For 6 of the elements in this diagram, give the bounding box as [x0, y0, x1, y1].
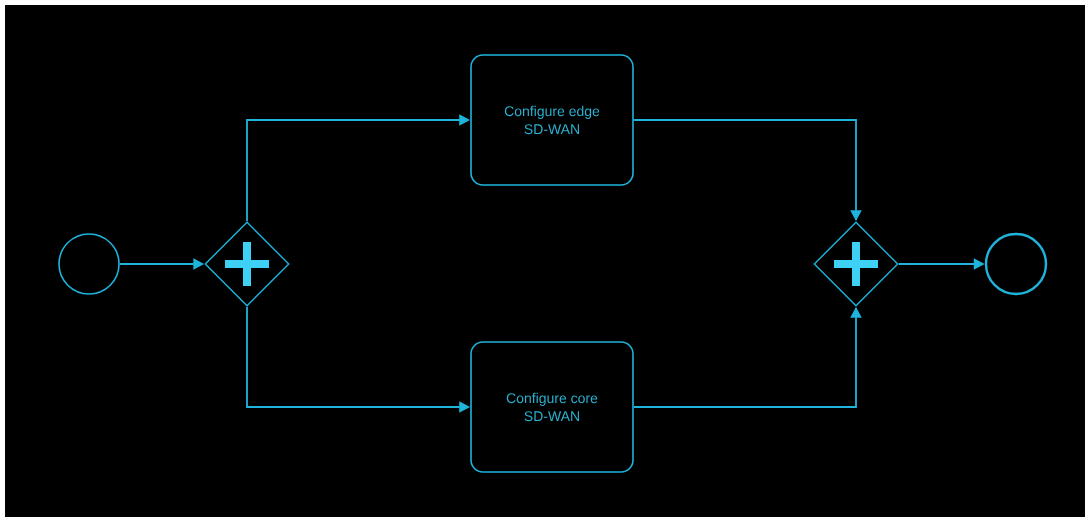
task-box: Configure core SD-WAN	[470, 341, 634, 473]
event-circle	[984, 232, 1048, 296]
gateway-diamond	[813, 221, 899, 307]
gateway-diamond	[204, 221, 290, 307]
task-box: Configure edge SD-WAN	[470, 54, 634, 186]
event-circle	[58, 233, 120, 295]
